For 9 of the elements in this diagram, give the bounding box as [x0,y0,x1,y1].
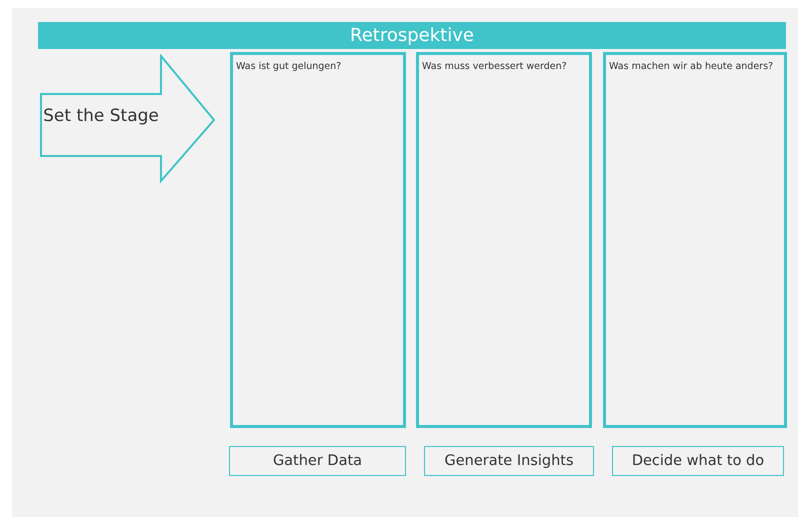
phase-box: Decide what to do [612,446,784,476]
block-arrow [40,54,216,184]
column-box: Was ist gut gelungen? [230,52,406,428]
phase-box: Gather Data [229,446,406,476]
arrow-label: Set the Stage [42,106,160,126]
column-box: Was muss verbessert werden? [416,52,592,428]
phase-box: Generate Insights [424,446,594,476]
column-box: Was machen wir ab heute anders? [603,52,787,428]
title-banner: Retrospektive [38,22,786,49]
